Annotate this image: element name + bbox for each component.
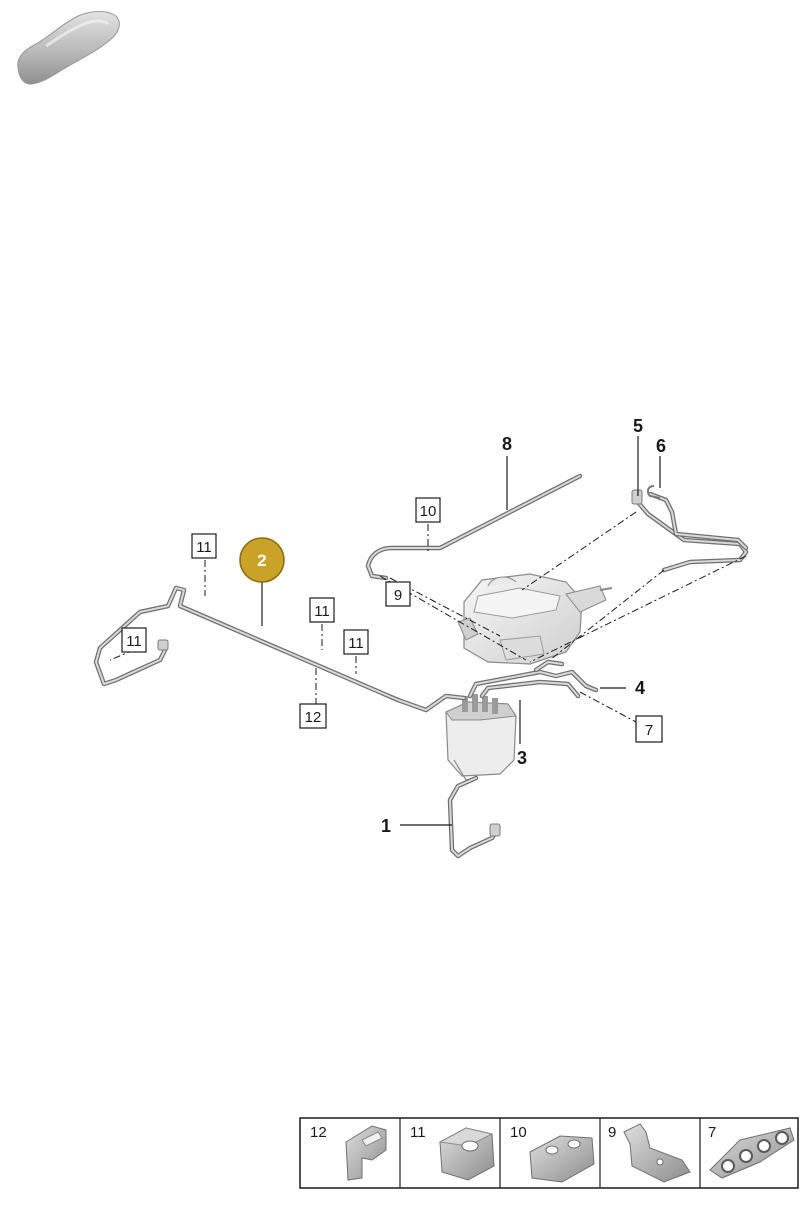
svg-text:12: 12 [310,1124,327,1141]
master-cylinder-unit [457,573,613,665]
svg-text:11: 11 [314,603,330,620]
selected-part-number[interactable]: 2 [257,551,266,570]
assembly-lines [109,511,747,723]
callout-8[interactable]: 8 [502,434,512,454]
svg-text:12: 12 [305,709,322,726]
brake-lines-5-6 [631,485,749,573]
svg-text:9: 9 [394,587,402,604]
legend-item-11[interactable]: 11 [410,1124,495,1181]
boxed-refs: 10 9 11 11 11 11 12 7 [121,497,663,743]
ref-box-7[interactable]: 7 [635,715,663,743]
svg-text:11: 11 [410,1124,426,1141]
ref-box-11-c[interactable]: 11 [343,629,369,655]
car-silhouette-icon [17,11,120,85]
svg-text:11: 11 [126,633,142,650]
callouts: 8 5 6 4 3 1 [381,416,666,836]
legend-item-7[interactable]: 7 [708,1124,795,1179]
ref-box-10[interactable]: 10 [415,497,441,523]
callout-4[interactable]: 4 [635,678,645,698]
callout-1[interactable]: 1 [381,816,391,836]
svg-text:9: 9 [608,1124,616,1141]
legend-item-9[interactable]: 9 [608,1123,691,1183]
bracket-9-icon [623,1123,691,1183]
svg-text:11: 11 [196,539,212,556]
callout-5[interactable]: 5 [633,416,643,436]
legend-item-10[interactable]: 10 [510,1124,595,1183]
callout-6[interactable]: 6 [656,436,666,456]
brake-line-2 [93,585,467,713]
ref-box-11-b[interactable]: 11 [309,597,335,623]
svg-text:11: 11 [348,635,364,652]
ref-box-11-d[interactable]: 11 [121,627,147,653]
brake-line-8 [365,473,583,581]
ref-box-9[interactable]: 9 [385,581,411,607]
legend-item-12[interactable]: 12 [310,1124,387,1181]
leader-lines [261,436,661,826]
svg-text:10: 10 [420,503,437,520]
parts-legend: 12 11 10 9 [299,1117,799,1189]
ref-box-12[interactable]: 12 [299,703,327,729]
clip-7-icon [709,1127,795,1179]
brake-lines-3-4 [467,659,599,699]
ref-box-11-a[interactable]: 11 [191,533,217,559]
svg-text:7: 7 [708,1124,716,1141]
abs-hydraulic-unit [445,694,517,781]
selected-part-marker[interactable]: 2 [239,537,285,583]
clip-11-icon [438,1127,495,1181]
clip-10-icon [529,1135,595,1183]
svg-text:7: 7 [645,722,653,739]
brake-line-1 [447,775,501,859]
clip-12-icon [345,1125,387,1181]
parts-illustration [93,473,749,859]
svg-text:10: 10 [510,1124,527,1141]
callout-3[interactable]: 3 [517,748,527,768]
